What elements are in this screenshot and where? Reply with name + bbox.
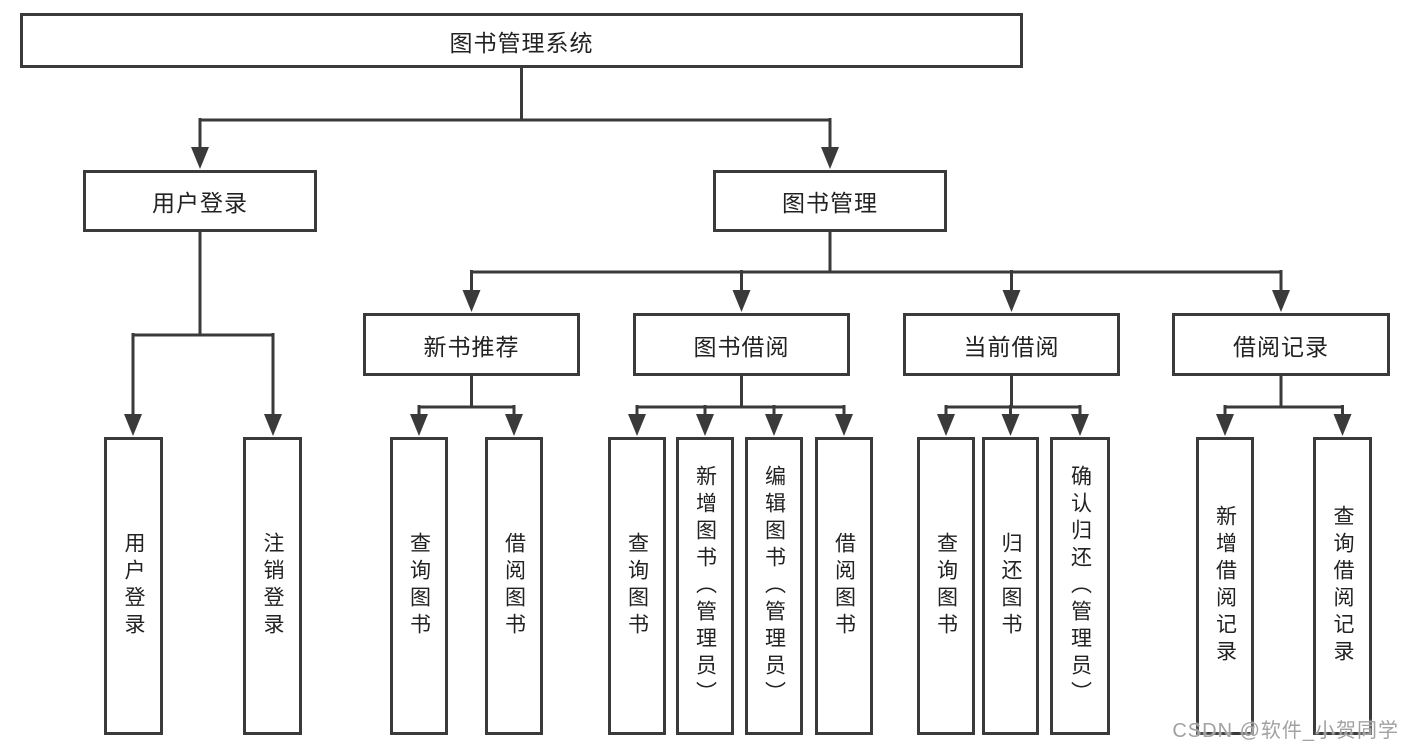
leaf-borrow-books-1-label: 借阅图书 xyxy=(502,532,526,640)
leaf-user-login: 用户登录 xyxy=(104,437,163,735)
leaf-query-books-2-label: 查询图书 xyxy=(625,532,649,640)
leaf-query-books-3: 查询图书 xyxy=(917,437,975,735)
node-book-management-system: 图书管理系统 xyxy=(20,13,1023,68)
leaf-logout-label: 注销登录 xyxy=(261,532,284,640)
leaf-return-books: 归还图书 xyxy=(982,437,1039,735)
leaf-confirm-return-admin-label: 确认归还（管理员） xyxy=(1068,464,1092,708)
node-new-book-recommend: 新书推荐 xyxy=(363,313,580,376)
node-book-borrow: 图书借阅 xyxy=(633,313,850,376)
leaf-add-books-admin: 新增图书（管理员） xyxy=(676,437,734,735)
leaf-borrow-books-2: 借阅图书 xyxy=(815,437,873,735)
connector-newbook-rail xyxy=(417,375,516,421)
connector-bookborrow-rail xyxy=(635,375,846,421)
leaf-query-borrow-record-label: 查询借阅记录 xyxy=(1331,505,1354,667)
leaf-query-books-3-label: 查询图书 xyxy=(934,532,958,640)
node-user-login-branch: 用户登录 xyxy=(83,170,317,232)
leaf-query-books-1: 查询图书 xyxy=(390,437,448,735)
leaf-borrow-books-2-label: 借阅图书 xyxy=(832,532,856,640)
leaf-user-login-label: 用户登录 xyxy=(122,532,145,640)
leaf-logout: 注销登录 xyxy=(243,437,302,735)
leaf-query-books-1-label: 查询图书 xyxy=(407,532,431,640)
leaf-query-borrow-record: 查询借阅记录 xyxy=(1313,437,1372,735)
leaf-edit-books-admin-label: 编辑图书（管理员） xyxy=(762,464,786,708)
node-borrow-records: 借阅记录 xyxy=(1172,313,1390,376)
connector-userlogin-to-leaves xyxy=(131,231,275,422)
leaf-confirm-return-admin: 确认归还（管理员） xyxy=(1050,437,1110,735)
csdn-watermark: CSDN @软件_小贺同学 xyxy=(1172,720,1399,742)
leaf-add-borrow-record: 新增借阅记录 xyxy=(1196,437,1254,735)
node-current-borrow: 当前借阅 xyxy=(903,313,1120,376)
connector-borrowrecords-rail xyxy=(1223,375,1344,421)
connector-bookmgmt-to-level3 xyxy=(470,231,1283,298)
leaf-borrow-books-1: 借阅图书 xyxy=(485,437,543,735)
node-book-management-branch: 图书管理 xyxy=(713,170,947,232)
leaf-return-books-label: 归还图书 xyxy=(999,532,1022,640)
leaf-add-borrow-record-label: 新增借阅记录 xyxy=(1213,505,1237,667)
connector-currentborrow-rail xyxy=(944,375,1082,421)
leaf-edit-books-admin: 编辑图书（管理员） xyxy=(745,437,803,735)
connector-root-to-level2 xyxy=(198,67,832,156)
leaf-add-books-admin-label: 新增图书（管理员） xyxy=(693,464,717,708)
leaf-query-books-2: 查询图书 xyxy=(608,437,666,735)
